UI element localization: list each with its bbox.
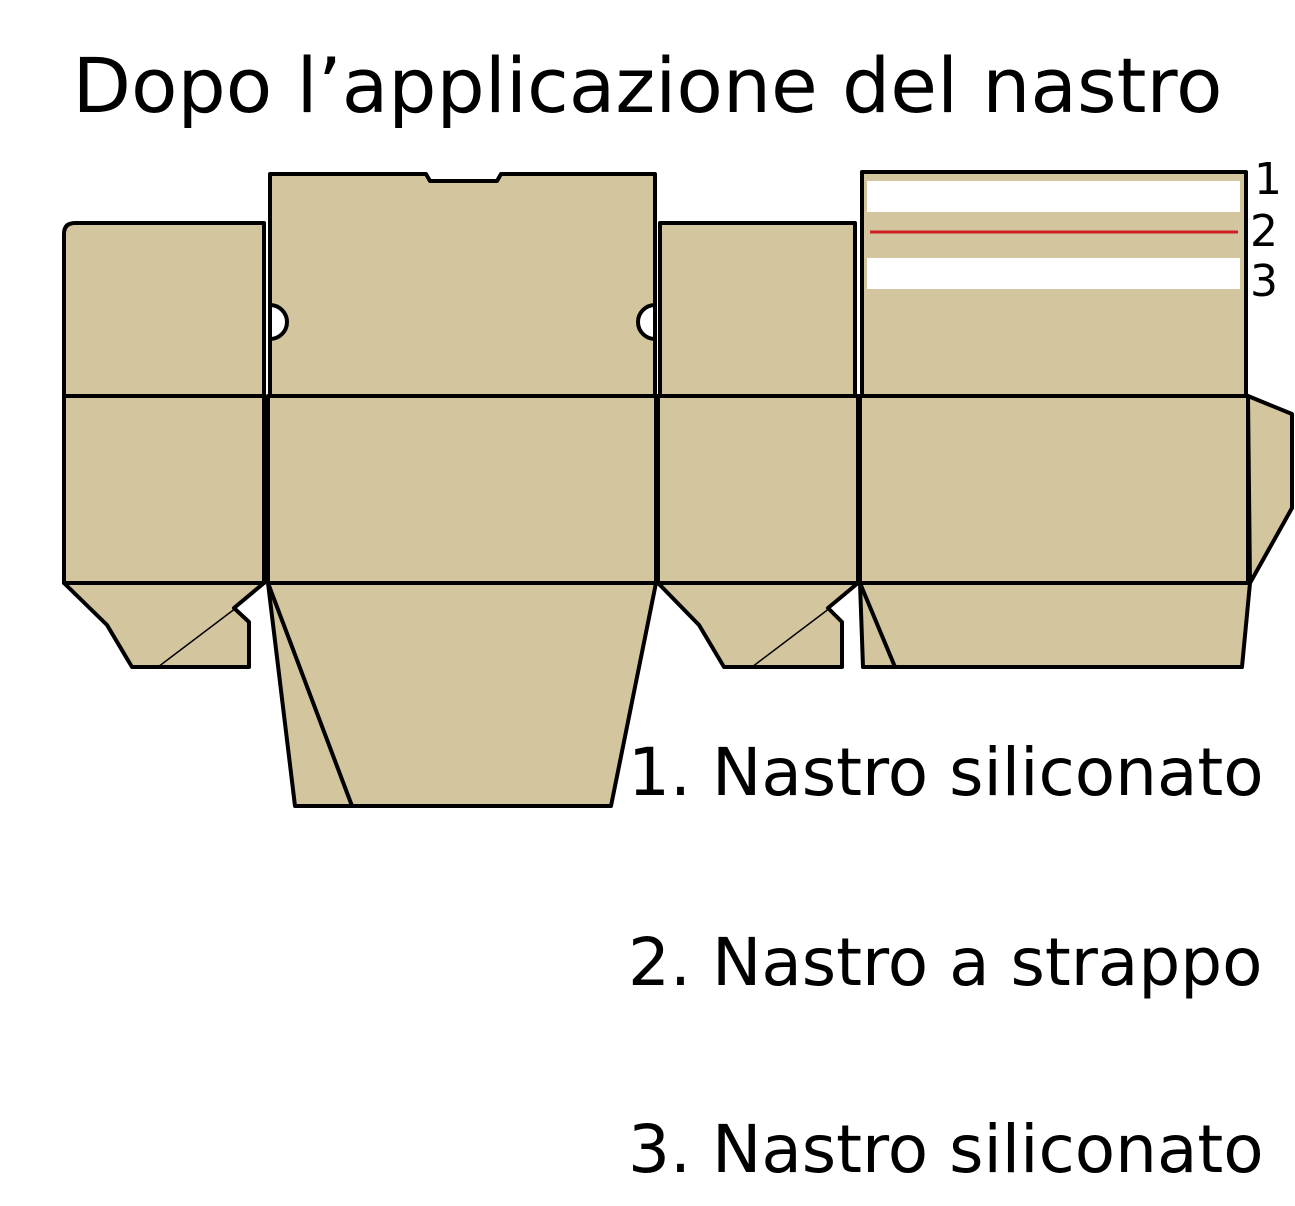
bottom-flap-front [266, 581, 658, 808]
silicone-tape-1 [867, 181, 1240, 212]
silicone-tape-3 [867, 258, 1240, 289]
body-panel-back [858, 394, 1250, 585]
thumb-cutout-left [268, 302, 289, 342]
crease-front-bottom [266, 582, 354, 807]
top-flap-right-side [658, 221, 857, 398]
top-flap-front [268, 172, 657, 398]
tape-marker-1: 1 [1254, 154, 1282, 205]
bottom-flap-left [62, 581, 266, 669]
glue-flap [1246, 394, 1294, 585]
tape-marker-3: 3 [1250, 256, 1278, 307]
bottom-flap-right [656, 581, 860, 669]
top-flap-left-side [62, 221, 266, 398]
bottom-flap-back [858, 581, 1252, 669]
legend-item-silicone-tape-1: 1. Nastro siliconato [628, 734, 1264, 811]
thumb-cutout-right [636, 302, 657, 342]
diagram-title: Dopo l’applicazione del nastro [72, 41, 1223, 130]
legend-item-silicone-tape-3: 3. Nastro siliconato [628, 1111, 1264, 1188]
legend-item-tear-tape-2: 2. Nastro a strappo [628, 924, 1263, 1001]
crease-right-bottom [751, 607, 831, 668]
body-panel-front [266, 394, 658, 585]
tape-marker-2: 2 [1250, 206, 1278, 257]
crease-left-bottom [157, 607, 237, 668]
body-panel-left-side [62, 394, 266, 585]
body-panel-right-side [656, 394, 860, 585]
crease-back-bottom [858, 582, 897, 668]
